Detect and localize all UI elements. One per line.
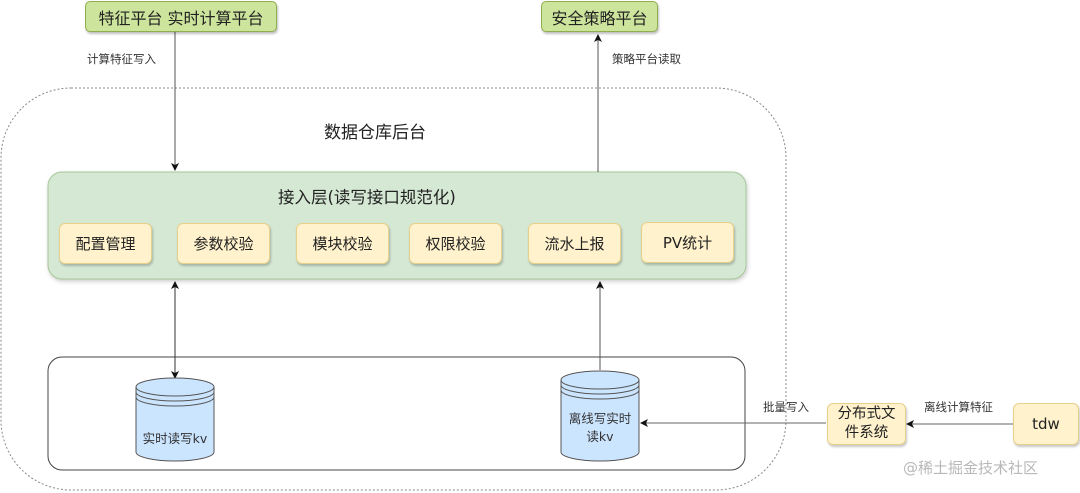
offline-kv-cylinder <box>560 370 640 462</box>
module-permission-validation: 权限校验 <box>409 223 502 264</box>
data-warehouse-title: 数据仓库后台 <box>324 123 426 143</box>
edge-label-offline-compute: 离线计算特征 <box>924 400 993 414</box>
offline-kv-label-line2: 读kv <box>586 429 614 444</box>
edge-label-batch-write: 批量写入 <box>763 400 809 414</box>
offline-kv-label: 离线写实时 读kv <box>561 410 639 446</box>
module-param-validation: 参数校验 <box>177 223 270 264</box>
module-pv-stats: PV统计 <box>641 222 734 263</box>
security-platform-node: 安全策略平台 <box>541 1 658 32</box>
tdw-node: tdw <box>1013 403 1079 445</box>
dfs-label-line2: 件系统 <box>844 425 889 441</box>
feature-platform-node: 特征平台 实时计算平台 <box>85 1 277 32</box>
distributed-filesystem-node: 分布式文 件系统 <box>827 403 906 445</box>
realtime-kv-cylinder <box>135 377 215 462</box>
tdw-label: tdw <box>1032 415 1060 433</box>
edge-label-compute-write: 计算特征写入 <box>87 52 156 66</box>
module-flow-report: 流水上报 <box>528 223 621 264</box>
module-module-validation: 模块校验 <box>296 223 389 264</box>
realtime-kv-label: 实时读写kv <box>142 431 208 446</box>
feature-platform-label: 特征平台 实时计算平台 <box>98 8 264 28</box>
module-config-management: 配置管理 <box>59 223 152 264</box>
edge-label-strategy-read: 策略平台读取 <box>612 52 681 66</box>
access-layer-title: 接入层(读写接口规范化) <box>278 188 456 207</box>
watermark: @稀土掘金技术社区 <box>903 459 1039 477</box>
data-warehouse-container <box>0 87 787 491</box>
offline-kv-label-line1: 离线写实时 <box>568 411 632 426</box>
dfs-label-line1: 分布式文 <box>837 406 896 422</box>
security-platform-label: 安全策略平台 <box>551 8 648 28</box>
